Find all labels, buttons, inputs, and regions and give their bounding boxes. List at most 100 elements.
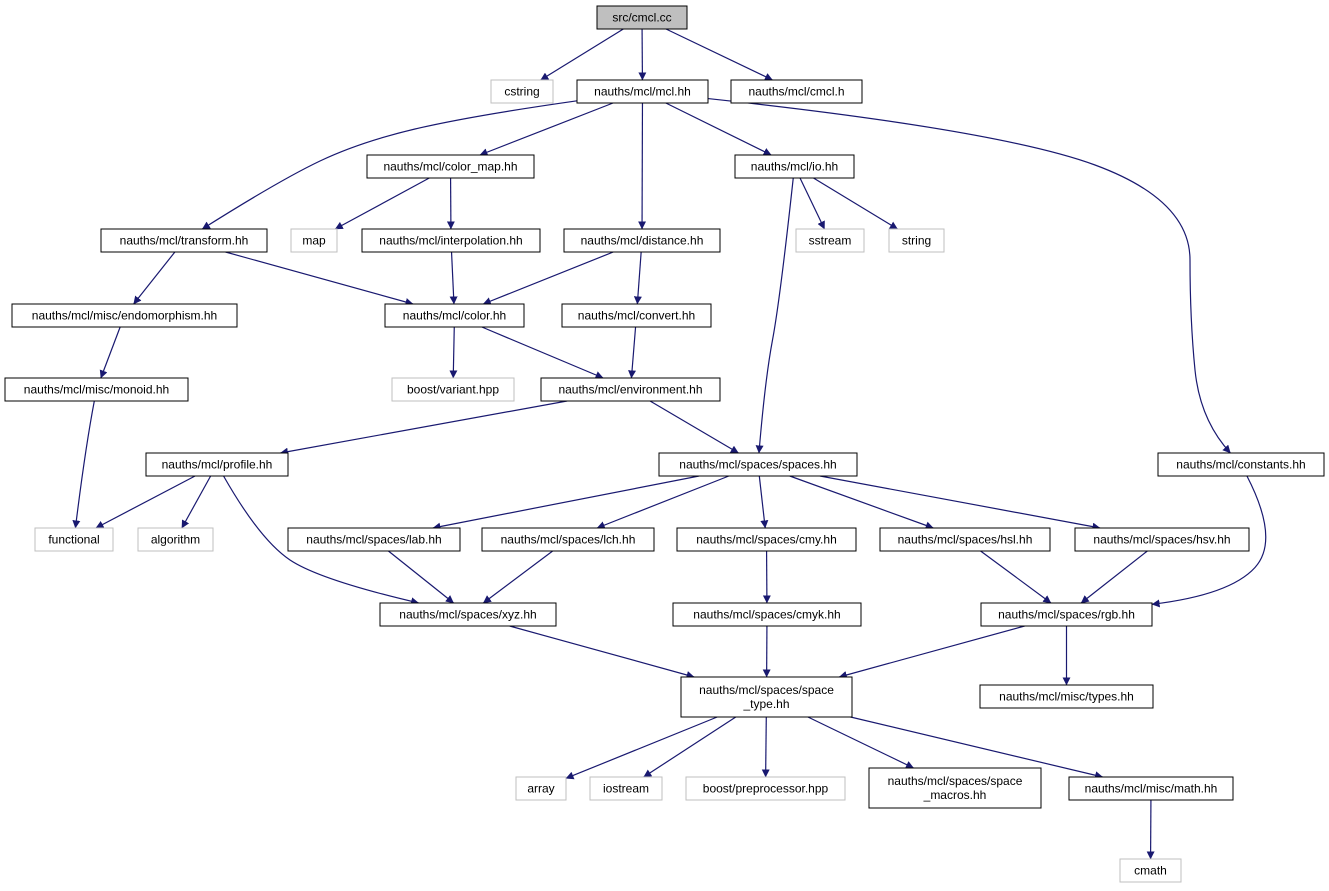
- node-box: [290, 228, 338, 253]
- edge-environment-to-spaces: [649, 400, 739, 454]
- edge-color-to-environment: [481, 326, 604, 379]
- edge-space_type-to-array: [565, 716, 718, 780]
- node-box: [734, 154, 855, 179]
- edge-spaces-to-hsl: [789, 475, 934, 530]
- node-label: nauths/mcl/spaces/space: [699, 683, 834, 697]
- edge-space_type-to-iostream: [643, 716, 737, 778]
- edge-spaces-to-lab: [432, 475, 700, 531]
- node-label: nauths/mcl/misc/types.hh: [999, 690, 1134, 704]
- edge-hsv-to-rgb: [1080, 550, 1148, 604]
- node-label: nauths/mcl/spaces/rgb.hh: [998, 608, 1135, 622]
- node-label: nauths/mcl/spaces/lab.hh: [306, 533, 441, 547]
- node-mcl_hh[interactable]: nauths/mcl/mcl.hh: [576, 79, 709, 104]
- node-label: nauths/mcl/spaces/space: [888, 774, 1023, 788]
- node-label: nauths/mcl/misc/monoid.hh: [24, 383, 169, 397]
- node-constants[interactable]: nauths/mcl/constants.hh: [1157, 452, 1325, 477]
- node-label: nauths/mcl/spaces/hsl.hh: [898, 533, 1033, 547]
- node-label: nauths/mcl/spaces/spaces.hh: [679, 458, 836, 472]
- edge-spaces-to-lch: [596, 475, 730, 529]
- node-cmath: cmath: [1119, 858, 1182, 883]
- edge-space_type-to-math: [850, 716, 1104, 780]
- node-label: nauths/mcl/misc/endomorphism.hh: [32, 309, 217, 323]
- node-label: sstream: [809, 234, 852, 248]
- edge-distance-to-color: [482, 251, 614, 305]
- node-functional: functional: [34, 527, 114, 552]
- node-xyz[interactable]: nauths/mcl/spaces/xyz.hh: [379, 602, 557, 627]
- node-box: [1068, 776, 1234, 801]
- node-label: nauths/mcl/distance.hh: [581, 234, 704, 248]
- edge-io-to-string: [813, 177, 898, 230]
- node-label: nauths/mcl/interpolation.hh: [379, 234, 522, 248]
- node-lch[interactable]: nauths/mcl/spaces/lch.hh: [481, 527, 655, 552]
- node-label: boost/variant.hpp: [407, 383, 499, 397]
- node-endomorphism[interactable]: nauths/mcl/misc/endomorphism.hh: [11, 303, 238, 328]
- node-cmyk[interactable]: nauths/mcl/spaces/cmyk.hh: [672, 602, 862, 627]
- edge-transform-to-color: [225, 251, 414, 306]
- node-rgb[interactable]: nauths/mcl/spaces/rgb.hh: [980, 602, 1153, 627]
- node-cmcl_cc[interactable]: src/cmcl.cc: [596, 5, 688, 30]
- node-box: [515, 776, 567, 801]
- node-transform[interactable]: nauths/mcl/transform.hh: [100, 228, 268, 253]
- node-convert[interactable]: nauths/mcl/convert.hh: [561, 303, 712, 328]
- node-preprocessor: boost/preprocessor.hpp: [685, 776, 846, 801]
- node-label: _macros.hh: [923, 788, 987, 802]
- node-label: nauths/mcl/spaces/lch.hh: [501, 533, 636, 547]
- node-io[interactable]: nauths/mcl/io.hh: [734, 154, 855, 179]
- node-box: [145, 452, 289, 477]
- node-label: nauths/mcl/constants.hh: [1176, 458, 1305, 472]
- node-box: [672, 602, 862, 627]
- node-space_macros[interactable]: nauths/mcl/spaces/space_macros.hh: [868, 767, 1042, 809]
- edge-profile-to-xyz: [223, 475, 420, 606]
- node-space_type[interactable]: nauths/mcl/spaces/space_type.hh: [680, 676, 853, 718]
- node-lab[interactable]: nauths/mcl/spaces/lab.hh: [287, 527, 461, 552]
- node-box: [1119, 858, 1182, 883]
- edge-environment-to-profile: [280, 400, 568, 456]
- edge-interpolation-to-color: [449, 251, 458, 305]
- edge-color_map-to-map: [334, 177, 430, 230]
- node-profile[interactable]: nauths/mcl/profile.hh: [145, 452, 289, 477]
- node-string: string: [888, 228, 945, 253]
- node-spaces[interactable]: nauths/mcl/spaces/spaces.hh: [658, 452, 858, 477]
- edge-mcl_hh-to-io: [665, 102, 772, 156]
- node-cmy[interactable]: nauths/mcl/spaces/cmy.hh: [676, 527, 857, 552]
- node-label: nauths/mcl/misc/math.hh: [1085, 782, 1218, 796]
- node-types[interactable]: nauths/mcl/misc/types.hh: [979, 684, 1154, 709]
- node-color_map[interactable]: nauths/mcl/color_map.hh: [366, 154, 535, 179]
- node-label: nauths/mcl/environment.hh: [558, 383, 702, 397]
- node-box: [979, 684, 1154, 709]
- node-label: src/cmcl.cc: [612, 11, 671, 25]
- node-math[interactable]: nauths/mcl/misc/math.hh: [1068, 776, 1234, 801]
- edge-color-to-variant: [449, 326, 458, 379]
- edge-hsl-to-rgb: [980, 550, 1052, 604]
- node-box: [361, 228, 541, 253]
- node-box: [868, 767, 1042, 809]
- node-hsv[interactable]: nauths/mcl/spaces/hsv.hh: [1074, 527, 1250, 552]
- edge-spaces-to-hsv: [819, 475, 1101, 531]
- node-monoid[interactable]: nauths/mcl/misc/monoid.hh: [4, 377, 189, 402]
- node-box: [1157, 452, 1325, 477]
- node-environment[interactable]: nauths/mcl/environment.hh: [540, 377, 721, 402]
- node-color[interactable]: nauths/mcl/color.hh: [384, 303, 525, 328]
- node-label: nauths/mcl/spaces/cmyk.hh: [693, 608, 840, 622]
- node-interpolation[interactable]: nauths/mcl/interpolation.hh: [361, 228, 541, 253]
- node-label: nauths/mcl/transform.hh: [120, 234, 249, 248]
- node-box: [287, 527, 461, 552]
- edge-lab-to-xyz: [388, 550, 454, 604]
- edge-mcl_hh-to-transform: [201, 100, 578, 230]
- edge-transform-to-endomorphism: [133, 251, 176, 305]
- edge-spaces-to-cmy: [758, 475, 769, 529]
- node-cmcl_h[interactable]: nauths/mcl/cmcl.h: [730, 79, 863, 104]
- node-box: [1074, 527, 1250, 552]
- edge-io-to-sstream: [799, 177, 826, 230]
- node-label: map: [302, 234, 326, 248]
- node-hsl[interactable]: nauths/mcl/spaces/hsl.hh: [879, 527, 1051, 552]
- node-distance[interactable]: nauths/mcl/distance.hh: [563, 228, 721, 253]
- edges-layer: [72, 28, 1267, 860]
- node-label: nauths/mcl/io.hh: [751, 160, 838, 174]
- node-iostream: iostream: [589, 776, 663, 801]
- edge-lch-to-xyz: [482, 550, 554, 604]
- node-label: nauths/mcl/mcl.hh: [594, 85, 691, 99]
- node-label: nauths/mcl/color_map.hh: [383, 160, 517, 174]
- node-label: nauths/mcl/spaces/xyz.hh: [399, 608, 536, 622]
